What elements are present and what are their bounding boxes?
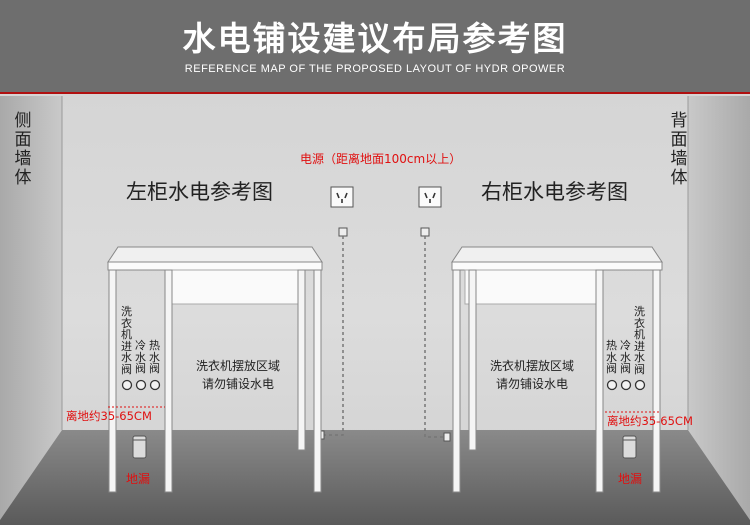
right-cold-valve-label: 冷水阀 <box>620 339 631 375</box>
page-subtitle: REFERENCE MAP OF THE PROPOSED LAYOUT OF … <box>184 63 566 75</box>
right-washer-zone: 洗衣机摆放区域 请勿铺设水电 <box>470 357 594 393</box>
left-washer-zone: 洗衣机摆放区域 请勿铺设水电 <box>176 357 300 393</box>
right-cold-valve-icon <box>620 379 632 391</box>
right-drain-icon <box>622 435 637 459</box>
right-height-note: 离地约35-65CM <box>607 414 693 428</box>
right-zone-line-1: 洗衣机摆放区域 <box>489 359 574 373</box>
floor <box>0 430 750 525</box>
left-hot-valve-icon <box>149 379 161 391</box>
header-banner: 水电铺设建议布局参考图 REFERENCE MAP OF THE PROPOSE… <box>0 0 750 92</box>
right-power-cable <box>420 227 451 442</box>
right-hot-valve-icon <box>606 379 618 391</box>
right-power-socket <box>418 186 442 208</box>
left-cold-valve-icon <box>135 379 147 391</box>
left-cold-valve-label: 冷水阀 <box>135 339 146 375</box>
left-zone-line-1: 洗衣机摆放区域 <box>195 359 280 373</box>
left-side-wall <box>0 96 62 520</box>
right-washer-valve-label: 洗衣机进水阀 <box>634 305 645 376</box>
left-drain-label: 地漏 <box>126 472 151 486</box>
left-drain-icon <box>132 435 147 459</box>
right-zone-line-2: 请勿铺设水电 <box>495 377 568 391</box>
left-cabinet <box>107 246 323 493</box>
right-hot-valve-label: 热水阀 <box>606 339 617 375</box>
left-power-socket <box>330 186 354 208</box>
left-cabinet-title: 左柜水电参考图 <box>126 180 273 204</box>
page-title: 水电铺设建议布局参考图 <box>182 19 568 58</box>
left-hot-valve-label: 热水阀 <box>149 339 160 375</box>
right-drain-label: 地漏 <box>618 472 643 486</box>
back-wall-label: 背面墙体 <box>670 111 688 188</box>
left-zone-line-2: 请勿铺设水电 <box>201 377 274 391</box>
right-cabinet <box>451 246 663 493</box>
right-side-wall <box>688 96 750 520</box>
left-height-note: 离地约35-65CM <box>66 409 152 423</box>
header-divider <box>0 92 750 94</box>
left-washer-valve-label: 洗衣机进水阀 <box>121 305 132 376</box>
right-washer-valve-icon <box>634 379 646 391</box>
power-height-note: 电源（距离地面100cm以上） <box>300 152 462 166</box>
left-washer-valve-icon <box>121 379 133 391</box>
right-cabinet-title: 右柜水电参考图 <box>481 180 628 204</box>
side-wall-label: 侧面墙体 <box>14 111 32 188</box>
left-power-cable <box>317 227 348 440</box>
